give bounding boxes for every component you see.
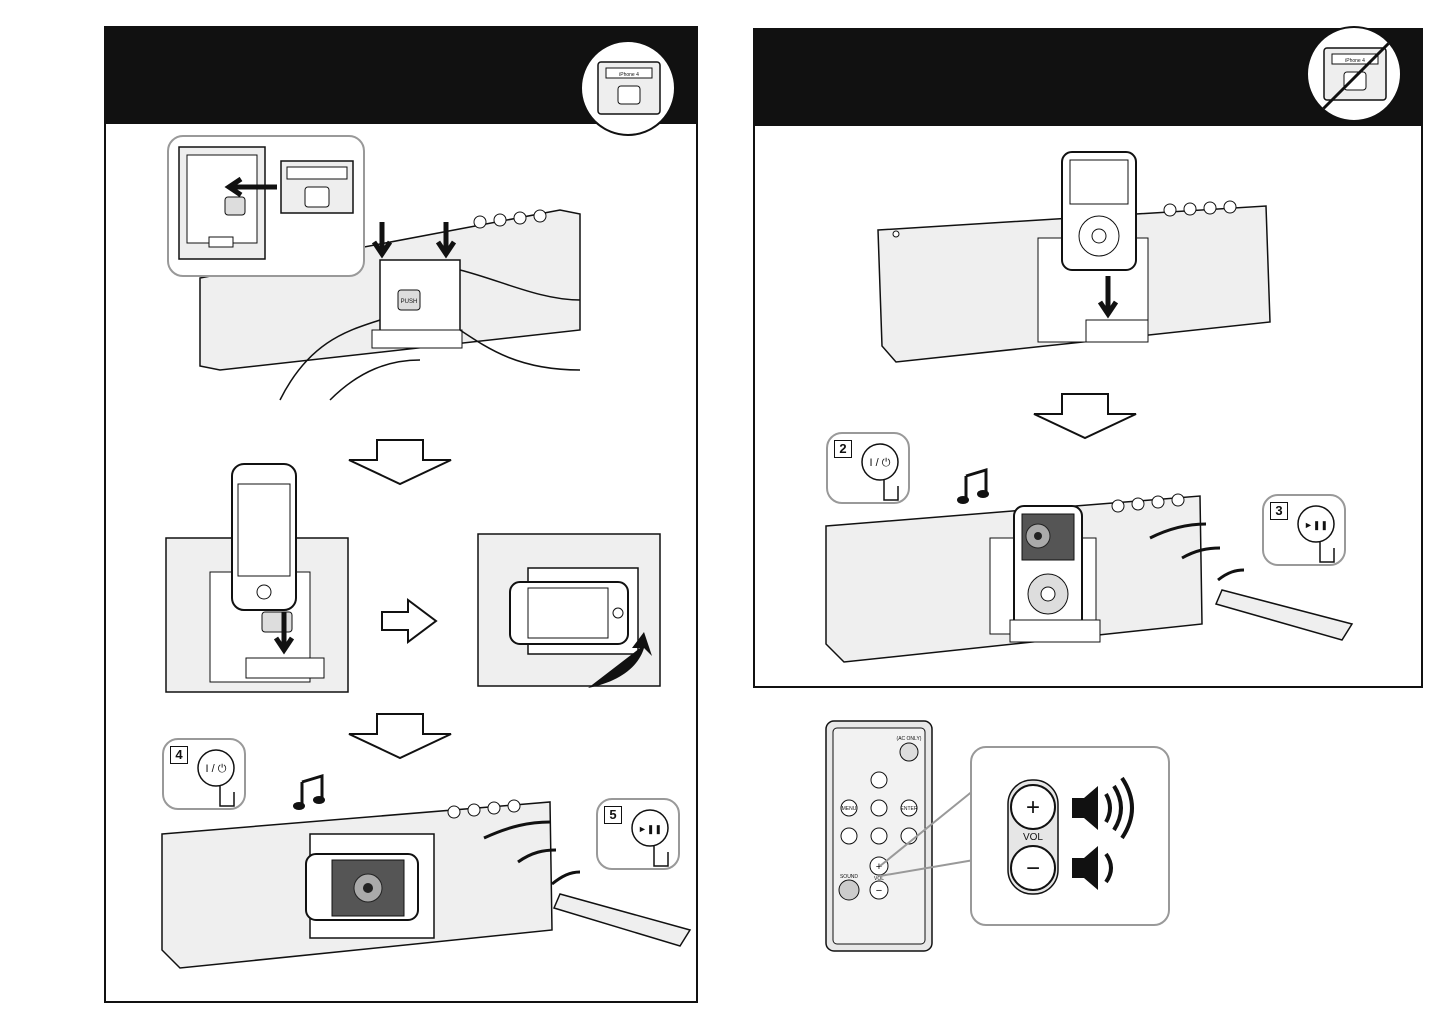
play-pause-symbol-right: ►❚❚ bbox=[1304, 520, 1328, 531]
vol-label: VOL bbox=[1023, 832, 1043, 843]
power-symbol-right: I / ⏻ bbox=[870, 457, 891, 469]
iphone-docking-illustration bbox=[166, 462, 348, 692]
down-arrow-step-right bbox=[1030, 392, 1140, 442]
adapter-no-icon: iPhone 4 bbox=[1308, 28, 1402, 122]
adapter-removed-label: iPhone 4 bbox=[1345, 58, 1365, 64]
remote-ac-only-label: (AC ONLY) bbox=[897, 736, 922, 742]
power-symbol-left: I / ⏻ bbox=[206, 763, 227, 775]
music-note-icon-left bbox=[292, 774, 332, 814]
step-3-callout: 3 ►❚❚ bbox=[1262, 494, 1346, 566]
music-note-icon-right bbox=[956, 468, 996, 508]
right-arrow bbox=[380, 598, 440, 644]
adapter-badge-label: iPhone 4 bbox=[619, 72, 639, 78]
remote-play-pause-button bbox=[841, 828, 857, 844]
step-4-callout: 4 I / ⏻ bbox=[162, 738, 246, 810]
adapter-attached-badge: iPhone 4 bbox=[580, 40, 676, 136]
iphone-rotated-illustration bbox=[478, 532, 660, 686]
push-label: PUSH bbox=[401, 299, 418, 305]
callout-pointer bbox=[876, 780, 976, 920]
down-arrow-step-1 bbox=[345, 438, 455, 488]
step-2-callout: 2 I / ⏻ bbox=[826, 432, 910, 504]
volume-loud-icon bbox=[1072, 778, 1132, 838]
play-pause-button-icon: ►❚❚ bbox=[598, 800, 682, 872]
remote-sound-label: SOUND bbox=[840, 874, 858, 880]
play-pause-symbol-left: ►❚❚ bbox=[638, 824, 662, 835]
adapter-detail-callout bbox=[167, 135, 365, 277]
adapter-removed-badge: iPhone 4 bbox=[1306, 26, 1402, 122]
power-button-icon: I / ⏻ bbox=[164, 740, 248, 812]
remote-power-button bbox=[900, 743, 918, 761]
volume-quiet-icon bbox=[1072, 846, 1111, 890]
step-5-callout: 5 ►❚❚ bbox=[596, 798, 680, 870]
vol-minus-symbol: − bbox=[1026, 855, 1040, 882]
remote-menu-label: MENU bbox=[842, 806, 857, 812]
remote-sound-button bbox=[839, 880, 859, 900]
vol-plus-symbol: + bbox=[1026, 794, 1040, 821]
power-button-icon-right: I / ⏻ bbox=[828, 434, 912, 506]
down-arrow-step-2 bbox=[345, 712, 455, 762]
volume-callout: + VOL − bbox=[970, 746, 1170, 926]
ipod-docking-illustration bbox=[876, 150, 1276, 370]
play-pause-button-icon-right: ►❚❚ bbox=[1264, 496, 1348, 568]
adapter-icon: iPhone 4 bbox=[582, 42, 676, 136]
